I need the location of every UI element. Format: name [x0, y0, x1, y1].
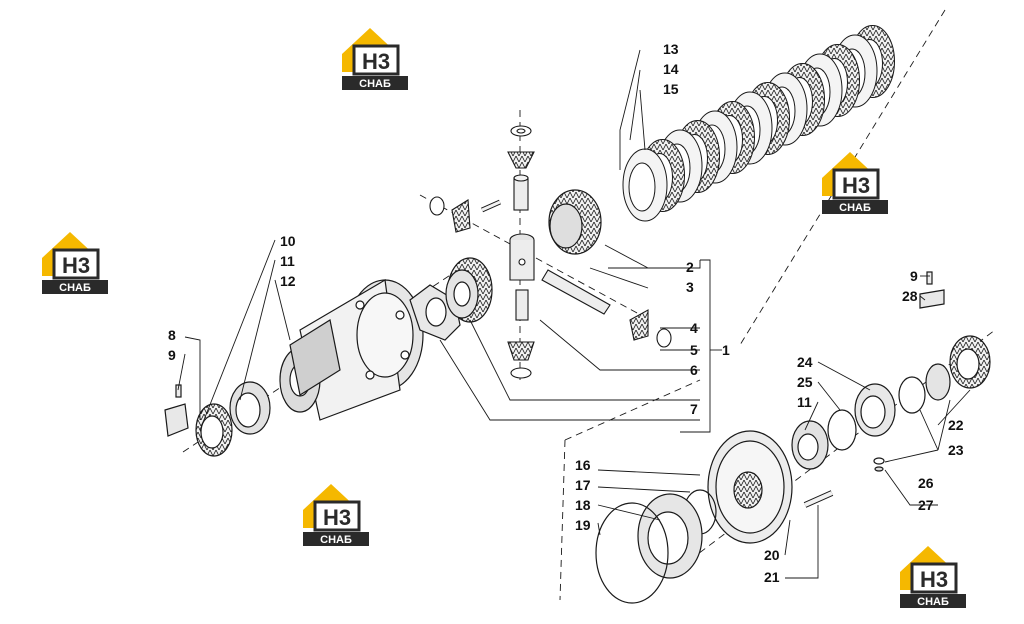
callout-11-left: 11 — [280, 253, 295, 269]
leader-lines — [177, 49, 971, 579]
callout-3: 3 — [686, 279, 694, 295]
callout-22: 22 — [948, 417, 964, 433]
callout-25: 25 — [797, 374, 813, 390]
callout-2: 2 — [686, 259, 694, 275]
callout-24: 24 — [797, 354, 813, 370]
callout-1: 1 — [722, 342, 730, 358]
callout-20: 20 — [764, 547, 780, 563]
callout-16: 16 — [575, 457, 591, 473]
callout-11-right: 11 — [797, 394, 812, 410]
differential-housing — [279, 279, 424, 421]
logo-mark: H3 — [362, 49, 390, 74]
logo-caption: CHAБ — [917, 596, 949, 608]
left-bearing-assembly — [164, 381, 271, 457]
clutch-disc-pack — [622, 25, 895, 222]
callout-21: 21 — [764, 569, 780, 585]
callout-27: 27 — [918, 497, 934, 513]
side-gear — [445, 257, 493, 323]
callout-18: 18 — [575, 497, 591, 513]
callout-19: 19 — [575, 517, 591, 533]
pinion-gears-and-pins — [429, 125, 672, 379]
logo-mark: H3 — [920, 567, 948, 592]
callout-10: 10 — [280, 233, 296, 249]
logo-mark: H3 — [62, 253, 90, 278]
callout-8: 8 — [168, 327, 176, 343]
callout-4: 4 — [690, 320, 698, 336]
callout-14: 14 — [663, 61, 679, 77]
callout-5: 5 — [690, 342, 698, 358]
part-callouts: 1 2 3 4 5 6 7 8 9 10 11 12 13 14 15 16 1… — [168, 41, 964, 585]
callout-23: 23 — [948, 442, 964, 458]
logo-mark: H3 — [842, 173, 870, 198]
logo-caption: CHAБ — [839, 202, 871, 214]
callout-9-right: 9 — [910, 268, 918, 284]
callout-13: 13 — [663, 41, 679, 57]
callout-17: 17 — [575, 477, 591, 493]
callout-15: 15 — [663, 81, 679, 97]
callout-6: 6 — [690, 362, 698, 378]
callout-9-left: 9 — [168, 347, 176, 363]
right-side-assembly — [595, 271, 991, 604]
callout-7: 7 — [690, 401, 698, 417]
logo-caption: CHAБ — [359, 78, 391, 90]
callout-12: 12 — [280, 273, 296, 289]
logo-mark: H3 — [323, 505, 351, 530]
logo-caption: CHAБ — [320, 534, 352, 546]
logo-caption: CHAБ — [59, 282, 91, 294]
crown-gear — [548, 189, 602, 255]
callout-28: 28 — [902, 288, 918, 304]
clutch-disc-bore — [628, 162, 656, 212]
callout-26: 26 — [918, 475, 934, 491]
